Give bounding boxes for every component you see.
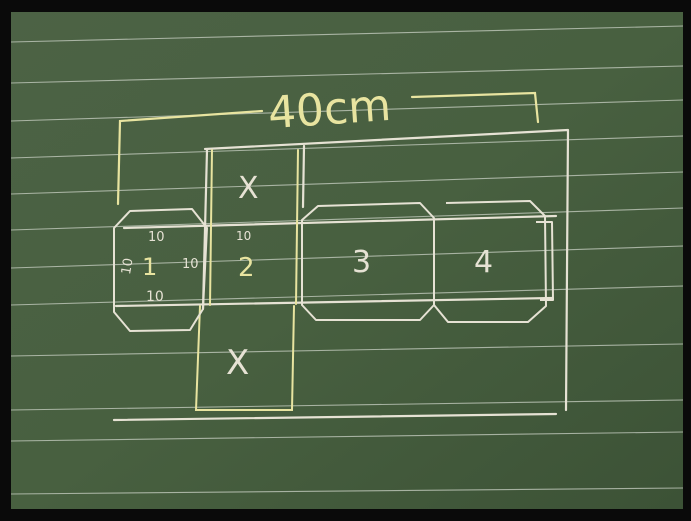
- edge-label-top: 10: [148, 230, 165, 245]
- faces-3-4-outline: [301, 200, 554, 323]
- cross-mark-bottom: X: [226, 343, 249, 383]
- edge-label-bottom: 10: [146, 289, 164, 305]
- face-label-2: 2: [238, 253, 255, 283]
- edge-label-left: 10: [119, 257, 137, 276]
- face-2-column: [194, 149, 299, 411]
- face-label-3: 3: [352, 245, 371, 280]
- face-label-1: 1: [142, 253, 157, 281]
- board-surface: [11, 12, 683, 509]
- face-label-4: 4: [474, 245, 493, 280]
- dimension-bracket: [116, 91, 540, 206]
- net-outline: [112, 128, 570, 422]
- dimension-label: 40cm: [266, 80, 392, 139]
- edge-label-right: 10: [182, 257, 199, 272]
- face-1-outline: [113, 208, 208, 332]
- cross-mark-top: X: [238, 171, 259, 206]
- edge-label-face2: 10: [236, 229, 251, 243]
- ruled-lines: [10, 25, 684, 495]
